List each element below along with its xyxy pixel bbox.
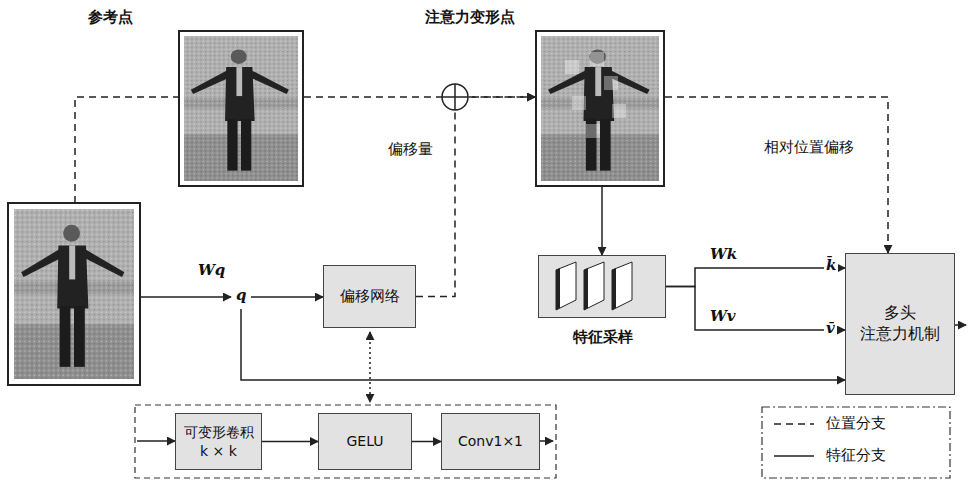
illustration-part <box>556 268 560 310</box>
edge-label: Wv <box>708 307 738 325</box>
legend-line <box>774 423 814 425</box>
legend-text: 位置分支 <box>826 414 886 433</box>
feature-connector <box>666 287 845 331</box>
illustration-part <box>612 262 632 310</box>
node-heading: 特征采样 <box>539 328 667 347</box>
illustration-part <box>572 96 586 110</box>
illustration-part <box>584 268 588 310</box>
node-label: 偏移网络 <box>340 287 400 307</box>
symbol-label: k̄ <box>824 256 838 274</box>
process-box: Conv1×1 <box>441 413 540 470</box>
feature-panel <box>538 255 666 318</box>
process-box: 偏移网络 <box>323 265 416 328</box>
image-panel: 参考点 <box>178 30 304 187</box>
legend-line <box>774 455 814 457</box>
output-wire <box>540 440 553 442</box>
output-wire <box>955 324 966 326</box>
legend-sample <box>772 450 816 462</box>
feature-wire <box>251 296 323 298</box>
detail-link <box>369 332 371 402</box>
position-wire <box>75 97 178 203</box>
sum-symbol <box>442 84 468 110</box>
legend-text: 特征分支 <box>826 446 886 465</box>
feature-connector <box>666 268 845 287</box>
person-photo <box>184 36 298 181</box>
illustration-part <box>590 52 604 66</box>
legend-item: 位置分支 <box>772 414 886 433</box>
feature-wire <box>140 296 231 298</box>
legend-frame <box>762 407 950 478</box>
legend-sample <box>772 418 816 430</box>
symbol-label: q <box>234 286 249 304</box>
illustration-part <box>612 104 626 118</box>
edge-label: Wk <box>708 245 739 263</box>
position-connector <box>416 97 535 297</box>
process-box: 可变形卷积 k × k <box>175 413 262 470</box>
position-connector <box>304 96 535 98</box>
sum-symbol <box>442 84 468 110</box>
node-heading: 参考点 <box>88 8 133 27</box>
illustration-part <box>584 262 604 310</box>
deformed-patches <box>565 52 626 138</box>
input-wire <box>137 440 175 442</box>
photo-frame <box>8 203 140 385</box>
edge-label: 偏移量 <box>386 140 435 159</box>
node-label: 多头 注意力机制 <box>852 303 948 345</box>
illustration-part <box>586 124 600 138</box>
feature-connector <box>262 441 318 443</box>
person-photo <box>14 209 134 379</box>
photo-frame <box>535 30 665 187</box>
connector-group <box>262 97 888 442</box>
legend-item: 特征分支 <box>772 446 886 465</box>
feature-maps <box>556 262 632 310</box>
symbol-label: v̄ <box>824 319 837 337</box>
node-heading: 注意力变形点 <box>425 8 515 27</box>
image-panel: 注意力变形点 <box>535 30 665 187</box>
process-box: 多头 注意力机制 <box>845 253 955 395</box>
illustration-part <box>565 60 579 74</box>
illustration-part <box>612 268 616 310</box>
illustration-part <box>556 262 576 310</box>
edge-label: 相对位置偏移 <box>762 138 856 157</box>
detail-frame <box>135 405 556 478</box>
node-label: GELU <box>346 432 383 450</box>
illustration-part <box>604 76 618 90</box>
node-label: Conv1×1 <box>458 432 523 450</box>
feature-block: 特征采样 <box>538 255 666 318</box>
photo-frame <box>178 30 304 187</box>
feature-connector <box>412 441 441 443</box>
position-connector <box>665 97 888 253</box>
symbol-label: Wq <box>196 261 227 279</box>
node-label: 可变形卷积 k × k <box>182 423 255 459</box>
process-box: GELU <box>318 413 412 470</box>
feature-connector <box>601 187 603 255</box>
person-photo <box>541 36 659 181</box>
